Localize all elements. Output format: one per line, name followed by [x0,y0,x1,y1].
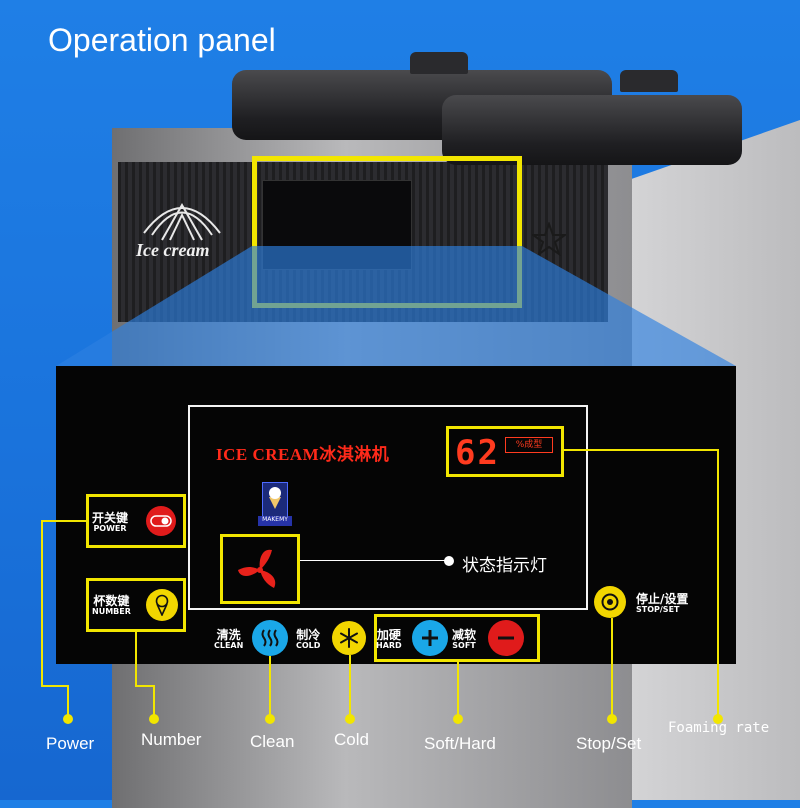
lid-knob-left [410,52,468,74]
stop-set-button[interactable] [594,586,626,618]
callout-dot-number [149,714,159,724]
number-label: 杯数键 NUMBER [92,594,131,617]
soft-label: 减软 SOFT [452,628,477,651]
hard-soft-box [374,614,540,662]
soft-minus-button[interactable] [488,620,524,656]
foam-rate-box [446,426,564,477]
callout-dot-foaming [713,714,723,724]
page-title: Operation panel [48,22,276,58]
callout-dot-cold [345,714,355,724]
display-screen [188,405,588,610]
hard-plus-button[interactable] [412,620,448,656]
callout-label-power: Power [46,734,95,753]
target-ring-icon [601,593,619,611]
foam-rate-value: 62 [455,433,500,473]
callout-dot-stopset [607,714,617,724]
machine-lid-right [442,95,742,165]
hard-label: 加硬 HARD [376,628,402,651]
cup-caption: MAKEMY [258,516,292,526]
callout-dot-clean [265,714,275,724]
power-box [86,494,186,548]
foam-rate-badge: %成型 [505,437,553,453]
number-button[interactable] [146,589,178,621]
display-brand-text: ICE CREAM冰淇淋机 [216,445,390,464]
fan-icon [238,549,276,588]
power-label: 开关键 POWER [92,511,129,534]
power-button[interactable] [146,506,176,536]
callout-label-softhard: Soft/Hard [424,734,496,753]
clean-button[interactable] [252,620,288,656]
status-indicator-dot [444,556,454,566]
plus-icon [422,630,438,646]
callout-label-cold: Cold [334,730,369,749]
stop-set-label: 停止/设置 STOP/SET [636,592,689,615]
status-indicator-label: 状态指示灯 [462,556,547,576]
callout-label-number: Number [141,730,202,749]
number-box [86,578,186,632]
toggle-switch-icon [150,515,172,527]
callout-dot-power [63,714,73,724]
heat-waves-icon [261,629,279,647]
callout-dot-softhard [453,714,463,724]
snowflake-icon [340,628,358,648]
star-icon [532,222,566,256]
cold-label: 制冷 COLD [296,628,321,651]
ice-cream-cone-icon [155,594,169,616]
status-indicator-line [300,560,446,561]
minus-icon [498,636,514,640]
clean-label: 清洗 CLEAN [214,628,244,651]
callout-label-foaming: Foaming rate [668,720,770,736]
lid-knob-right [620,70,678,92]
fan-box [220,534,300,604]
callout-label-stopset: Stop/Set [576,734,642,753]
ice-cream-logo-icon [143,202,221,241]
ice-cream-logo-text: Ice cream [136,240,210,260]
callout-label-clean: Clean [250,732,295,751]
cold-button[interactable] [332,621,366,655]
